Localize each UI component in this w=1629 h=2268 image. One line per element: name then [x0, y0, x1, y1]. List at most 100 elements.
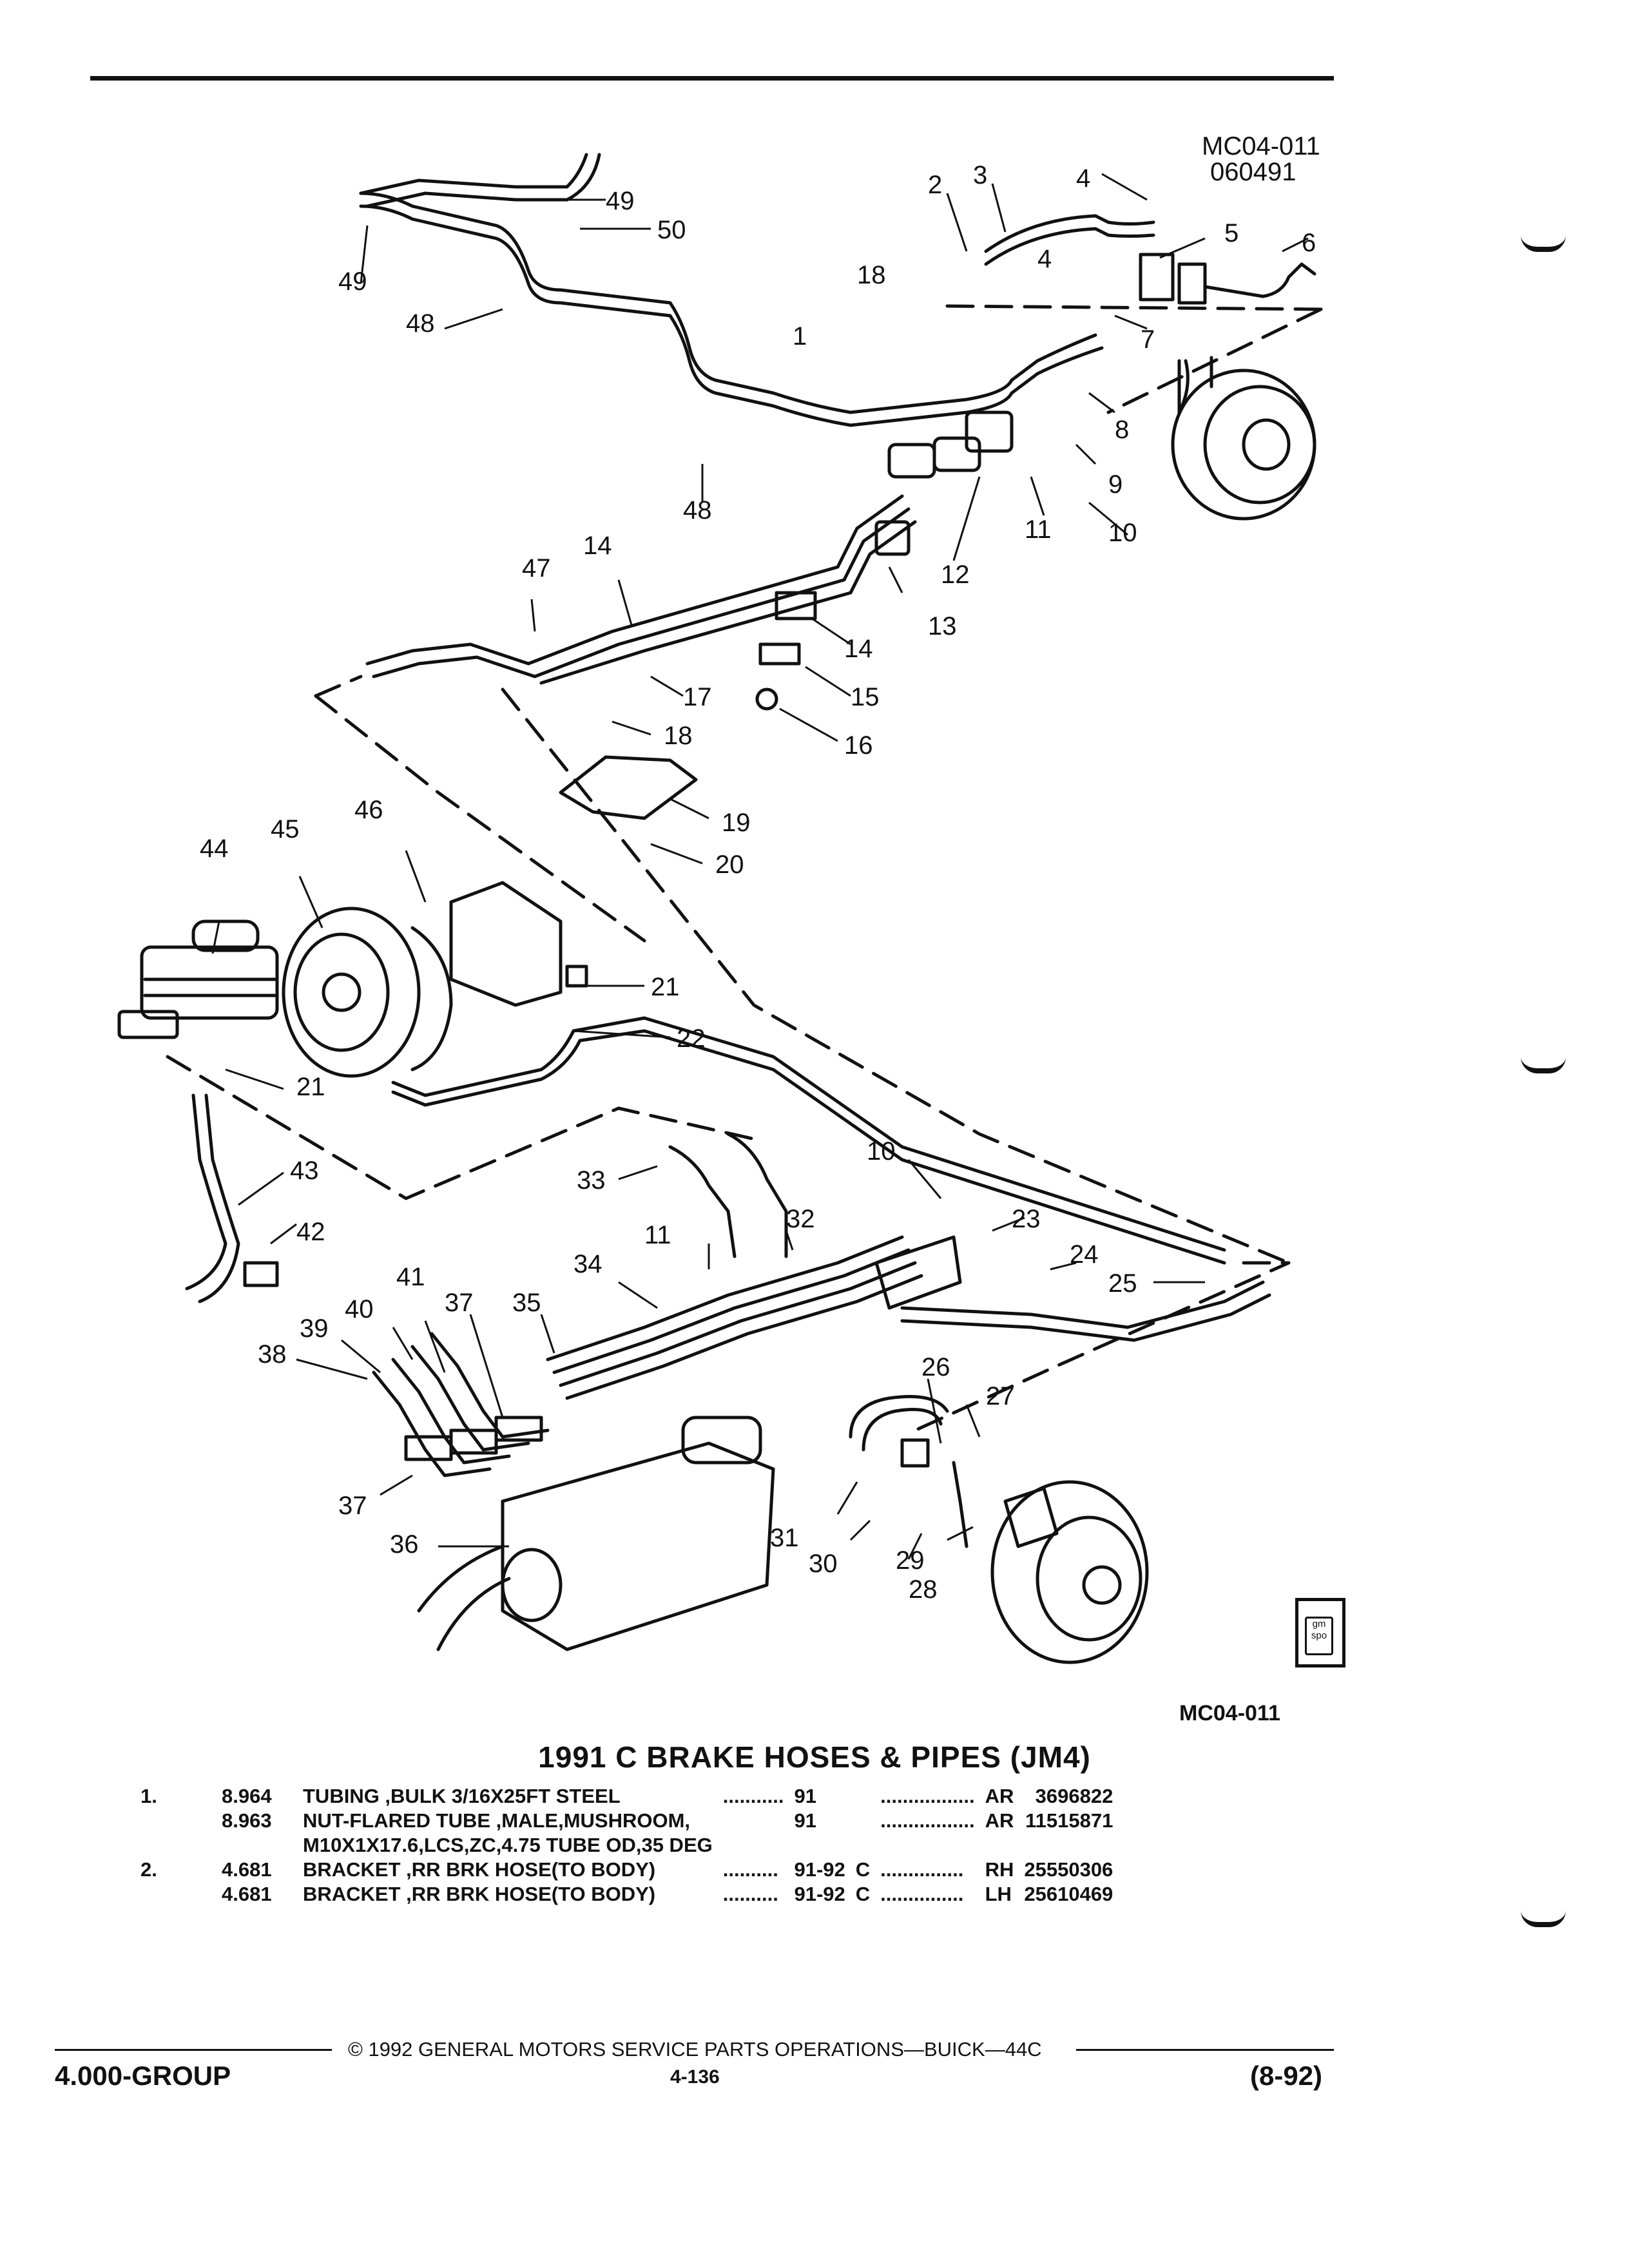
callout: 37 — [445, 1289, 474, 1317]
brake-hoses-pipes-diagram: 1 2 3 4 4 5 6 7 8 9 10 11 12 13 14 14 15… — [117, 153, 1323, 1664]
callout: 36 — [390, 1530, 419, 1559]
side: LH — [985, 1883, 1012, 1905]
leader-dots: .......... — [722, 1883, 778, 1905]
table-row: 8.963 NUT-FLARED TUBE ,MALE,MUSHROOM, 91… — [135, 1809, 1118, 1834]
callout: 14 — [844, 635, 873, 663]
section-title: 1991 C BRAKE HOSES & PIPES (JM4) — [538, 1740, 1091, 1774]
top-rule — [90, 76, 1334, 81]
model-years: 91-92 — [794, 1883, 845, 1905]
part-number — [1019, 1834, 1118, 1858]
callout: 33 — [577, 1166, 606, 1195]
callout: 37 — [338, 1492, 367, 1520]
callout: 48 — [683, 496, 712, 524]
callout: 40 — [345, 1295, 374, 1323]
callout: 20 — [715, 850, 744, 879]
callout: 21 — [651, 973, 680, 1001]
item-number: 2. — [140, 1858, 157, 1881]
callout: 48 — [406, 309, 435, 338]
leader-dots: ................. — [880, 1809, 975, 1832]
leader-dots: ........... — [722, 1785, 784, 1807]
callout: 12 — [941, 561, 970, 589]
callout: 8 — [1115, 416, 1129, 444]
callout: 27 — [986, 1382, 1015, 1410]
callout: 21 — [296, 1073, 325, 1101]
callout: 13 — [928, 612, 957, 640]
callout: 22 — [677, 1024, 706, 1053]
callout: 42 — [296, 1218, 325, 1246]
callout: 30 — [809, 1550, 838, 1578]
series-code — [851, 1809, 875, 1834]
part-description: BRACKET ,RR BRK HOSE(TO BODY) — [303, 1883, 656, 1905]
leader-dots — [718, 1809, 789, 1834]
callout: 11 — [1025, 515, 1052, 544]
callout: 24 — [1070, 1240, 1099, 1269]
revision-date: (8-92) — [1250, 2061, 1323, 2091]
illustration-ref: 8.963 — [222, 1809, 272, 1832]
illustration-ref — [217, 1834, 298, 1858]
binding-mark — [1521, 235, 1566, 252]
diagram-date-code: 060491 — [1210, 158, 1296, 186]
callout: 44 — [200, 834, 229, 863]
callout: 29 — [896, 1546, 925, 1575]
table-row: 1. 8.964 TUBING ,BULK 3/16X25FT STEEL ..… — [135, 1785, 1118, 1809]
parts-table: 1. 8.964 TUBING ,BULK 3/16X25FT STEEL ..… — [135, 1785, 1118, 1907]
model-years — [789, 1834, 850, 1858]
part-description: NUT-FLARED TUBE ,MALE,MUSHROOM, — [303, 1809, 691, 1832]
callout: 31 — [770, 1524, 799, 1552]
table-row: 4.681 BRACKET ,RR BRK HOSE(TO BODY) ....… — [135, 1883, 1118, 1907]
side: AR — [985, 1785, 1014, 1807]
callout: 3 — [973, 161, 987, 189]
footer-rule-right — [1076, 2049, 1334, 2051]
model-years: 91 — [794, 1785, 816, 1807]
leader-dots: ................. — [880, 1785, 975, 1807]
callout: 11 — [644, 1221, 671, 1249]
series-code: C — [855, 1883, 871, 1905]
binding-mark — [1521, 1057, 1566, 1073]
illustration-ref: 8.964 — [222, 1785, 272, 1807]
page-number: 4-136 — [670, 2066, 720, 2088]
callout: 10 — [867, 1137, 896, 1166]
binding-mark — [1521, 1910, 1566, 1927]
model-years: 91 — [794, 1809, 816, 1832]
leader-dots — [718, 1834, 789, 1858]
part-description: TUBING ,BULK 3/16X25FT STEEL — [303, 1785, 621, 1807]
item-number: 1. — [140, 1785, 157, 1807]
part-number: 25550306 — [1024, 1858, 1113, 1881]
callout: 39 — [300, 1314, 329, 1343]
callout: 10 — [1108, 519, 1137, 547]
side: RH — [985, 1858, 1014, 1881]
leader-dots: ............... — [880, 1858, 964, 1881]
side: AR — [985, 1809, 1014, 1832]
part-number: 3696822 — [1035, 1785, 1113, 1807]
callout: 9 — [1108, 470, 1123, 499]
callout: 49 — [338, 267, 367, 296]
callout: 5 — [1224, 219, 1239, 247]
callout: 46 — [354, 796, 383, 824]
footer-rule-left — [55, 2049, 332, 2051]
item-number — [135, 1809, 217, 1834]
leader-dots: .......... — [722, 1858, 778, 1881]
series-code — [851, 1834, 875, 1858]
callout: 47 — [522, 554, 551, 582]
callout: 4 — [1076, 164, 1090, 193]
callout: 43 — [290, 1157, 319, 1185]
callout: 50 — [657, 216, 686, 244]
item-number — [135, 1883, 217, 1907]
callout: 45 — [271, 815, 300, 843]
leader-dots — [875, 1834, 979, 1858]
callout: 6 — [1302, 229, 1316, 257]
callout: 15 — [851, 683, 880, 711]
callout: 14 — [583, 532, 612, 560]
callout: 25 — [1108, 1269, 1137, 1298]
callout: 35 — [512, 1289, 541, 1317]
callout: 18 — [857, 261, 886, 289]
model-years: 91-92 — [794, 1858, 845, 1881]
callout: 7 — [1141, 325, 1155, 354]
illustration-ref: 4.681 — [222, 1858, 272, 1881]
diagram-code: MC04-011 — [1202, 132, 1320, 160]
callout: 26 — [921, 1353, 950, 1381]
callout: 4 — [1037, 245, 1052, 273]
callout: 49 — [606, 187, 635, 215]
leader-dots: ............... — [880, 1883, 964, 1905]
gm-spo-logo-mark: gm spo — [1305, 1617, 1333, 1655]
